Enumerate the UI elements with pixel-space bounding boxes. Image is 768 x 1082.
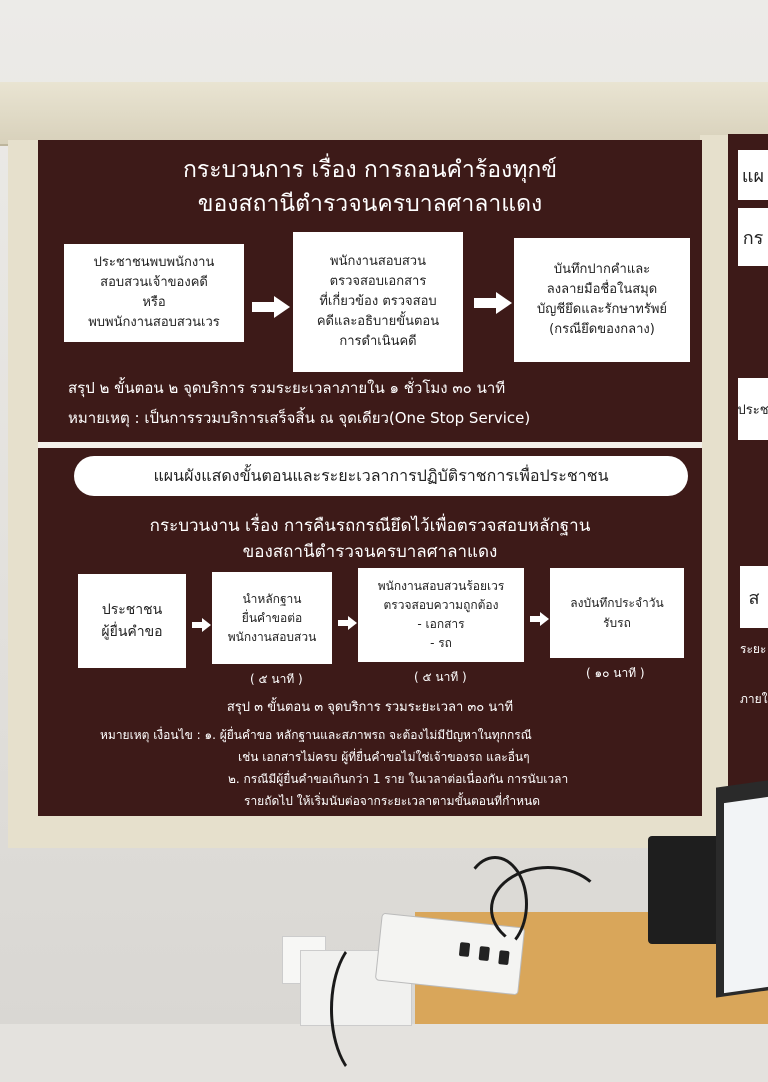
step-line: ตรวจสอบเอกสาร [329,274,427,289]
step-line: พนักงานสอบสวน [227,629,317,644]
process2-step3: พนักงานสอบสวนร้อยเวร ตรวจสอบความถูกต้อง … [358,568,524,662]
step-line: - เอกสาร [417,617,465,631]
side-text: ภายใ [740,692,768,706]
process2-note-line2: เช่น เอกสารไม่ครบ ผู้ที่ยื่นคำขอไม่ใช่เจ… [238,750,530,764]
process2-step3-time: ( ๕ นาที ) [414,670,467,684]
process2-title-line1: กระบวนงาน เรื่อง การคืนรถกรณียึดไว้เพื่อ… [149,516,591,536]
step-line: ที่เกี่ยวข้อง ตรวจสอบ [319,294,437,309]
plug-icon [458,942,471,957]
step-line: ลงบันทึกประจำวัน [570,596,664,610]
step-line: การดำเนินคดี [339,334,417,349]
step-line: พบพนักงานสอบสวนเวร [88,315,220,330]
step-line: พนักงานสอบสวน [330,254,426,269]
process2-step4: ลงบันทึกประจำวัน รับรถ [550,568,684,658]
process2-note-line1: หมายเหตุ เงื่อนไข : ๑. ผู้ยื่นคำขอ หลักฐ… [100,728,532,742]
board-title-line1: กระบวนการ เรื่อง การถอนคำร้องทุกข์ [182,157,558,183]
step-line: บันทึกปากคำและ [553,262,651,277]
process2-title-line2: ของสถานีตำรวจนครบาลศาลาแดง [242,542,498,562]
step-line: ตรวจสอบความถูกต้อง [383,598,499,612]
process1-step1: ประชาชนพบพนักงาน สอบสวนเจ้าของคดี หรือ พ… [64,244,244,342]
step-line: ผู้ยื่นคำขอ [101,624,163,640]
process2-step2-time: ( ๕ นาที ) [250,672,303,686]
step-line: (กรณียึดของกลาง) [549,322,655,337]
flowchart-banner: แผนผังแสดงขั้นตอนและระยะเวลาการปฏิบัติรา… [74,456,688,496]
side-card: ประช [738,378,768,440]
step-line: พนักงานสอบสวนร้อยเวร [377,579,505,593]
process1-step2: พนักงานสอบสวน ตรวจสอบเอกสาร ที่เกี่ยวข้อ… [293,232,463,372]
cable [490,866,606,952]
process2-step4-time: ( ๑๐ นาที ) [586,666,645,680]
step-line: นำหลักฐาน [242,591,302,606]
side-card: กร [738,208,768,266]
process1-step3: บันทึกปากคำและ ลงลายมือชื่อในสมุด บัญชีย… [514,238,690,362]
side-text: ระยะ [740,642,767,656]
section-divider [38,442,702,448]
step-line: ลงลายมือชื่อในสมุด [546,282,658,297]
monitor-screen [724,796,768,994]
step-line: ประชาชนพบพนักงาน [93,255,215,270]
board-frame-right [700,135,730,815]
board-title-line2: ของสถานีตำรวจนครบาลศาลาแดง [197,191,543,217]
step-line: คดีและอธิบายขั้นตอน [316,314,440,329]
step-line: ยื่นคำขอต่อ [241,610,303,625]
step-line: หรือ [142,295,166,310]
process2-note-line4: รายถัดไป ให้เริ่มนับต่อจากระยะเวลาตามขั้… [244,794,540,808]
process2-note-line3: ๒. กรณีมีผู้ยื่นคำขอเกินกว่า 1 ราย ในเวล… [228,772,569,786]
cable [330,936,406,1082]
notice-board: กระบวนการ เรื่อง การถอนคำร้องทุกข์ ของสถ… [38,140,702,816]
process2-summary: สรุป ๓ ขั้นตอน ๓ จุดบริการ รวมระยะเวลา ๓… [226,700,514,715]
step-line: สอบสวนเจ้าของคดี [100,275,208,290]
process1-summary: สรุป ๒ ขั้นตอน ๒ จุดบริการ รวมระยะเวลาภา… [68,379,506,397]
process2-step1: ประชาชน ผู้ยื่นคำขอ [78,574,186,668]
side-card: แผ [738,150,768,200]
side-card: ส [740,566,768,628]
board-frame-top [0,82,768,146]
step-line: ประชาชน [101,602,163,618]
step-line: - รถ [430,636,452,650]
board-frame-left [8,140,38,840]
plug-icon [498,950,510,966]
board-frame-bottom [8,812,738,848]
step-line: บัญชียึดและรักษาทรัพย์ [537,302,667,317]
step-line: รับรถ [603,616,631,630]
process2-step2: นำหลักฐาน ยื่นคำขอต่อ พนักงานสอบสวน [212,572,332,664]
process1-note: หมายเหตุ : เป็นการรวมบริการเสร็จสิ้น ณ จ… [68,409,531,427]
